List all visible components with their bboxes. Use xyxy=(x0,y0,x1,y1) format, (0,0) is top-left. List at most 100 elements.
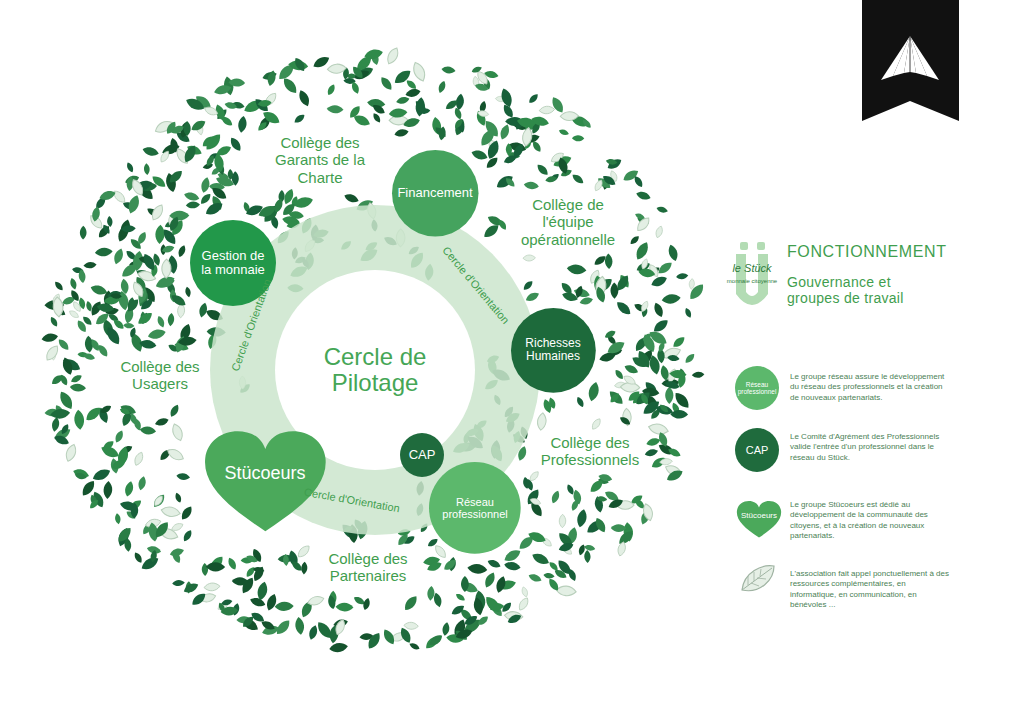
leaf xyxy=(535,162,550,177)
leaf xyxy=(670,410,688,419)
leaf xyxy=(607,388,626,406)
leaf xyxy=(169,211,189,221)
leaf xyxy=(572,135,584,141)
leaf xyxy=(527,530,548,545)
leaf xyxy=(130,178,146,197)
leaf xyxy=(244,203,264,218)
leaf xyxy=(307,624,319,641)
leaf xyxy=(522,279,535,291)
leaf xyxy=(583,544,595,552)
leaf xyxy=(611,524,627,532)
leaf xyxy=(115,525,133,544)
leaf xyxy=(437,80,447,94)
leaf xyxy=(506,613,522,626)
leaf xyxy=(579,296,594,306)
leaf xyxy=(654,225,664,238)
legend-circle: Réseau professionnel xyxy=(735,366,779,410)
leaf xyxy=(426,537,439,548)
leaf xyxy=(213,153,225,173)
leaf xyxy=(200,134,216,149)
leaf xyxy=(371,103,386,116)
leaf xyxy=(326,83,337,96)
leaf xyxy=(539,106,555,115)
leaf xyxy=(283,554,290,566)
leaf xyxy=(237,115,248,133)
leaf xyxy=(150,174,168,190)
leaf xyxy=(461,576,469,592)
leaf xyxy=(60,356,74,376)
leaf xyxy=(183,191,200,203)
leaf xyxy=(334,618,347,636)
leaf xyxy=(575,508,588,528)
leaf xyxy=(110,457,128,471)
leaf xyxy=(394,128,410,138)
leaf xyxy=(184,96,206,113)
leaf xyxy=(174,492,183,504)
leaf xyxy=(402,116,421,129)
leaf xyxy=(203,105,219,117)
leaf xyxy=(645,437,661,448)
group-circle: Richesses Humaines xyxy=(511,308,596,393)
leaf xyxy=(167,168,185,185)
leaf xyxy=(605,253,613,269)
leaf xyxy=(251,565,266,583)
leaf xyxy=(402,594,420,613)
leaf xyxy=(170,522,184,533)
leaf xyxy=(95,247,113,257)
leaf xyxy=(41,332,59,343)
leaf xyxy=(156,315,166,329)
leaf xyxy=(57,389,76,411)
leaf xyxy=(89,283,108,297)
node-label: Réseau professionnel xyxy=(436,496,514,520)
leaf xyxy=(166,447,186,463)
leaf xyxy=(213,83,232,96)
leaf xyxy=(162,259,171,278)
leaf xyxy=(119,261,139,280)
leaf xyxy=(575,396,585,409)
leaf xyxy=(550,489,561,504)
leaf xyxy=(560,111,578,120)
leaf xyxy=(257,99,272,108)
leaf xyxy=(78,297,87,310)
leaf xyxy=(632,175,644,189)
leaf xyxy=(245,554,259,564)
leaf xyxy=(531,140,543,154)
leaf xyxy=(641,332,658,354)
leaf xyxy=(74,472,87,481)
leaf xyxy=(112,247,125,265)
leaf xyxy=(133,418,143,432)
leaf xyxy=(149,549,157,562)
leaf xyxy=(161,227,179,247)
leaf xyxy=(471,65,483,74)
leaf xyxy=(476,614,490,627)
leaf xyxy=(610,283,618,299)
leaf xyxy=(184,286,191,297)
leaf xyxy=(530,115,550,128)
leaf xyxy=(641,331,653,342)
leaf xyxy=(125,297,141,314)
node-label: Richesses Humaines xyxy=(518,337,588,363)
leaf xyxy=(635,190,651,201)
leaf xyxy=(411,61,428,83)
leaf xyxy=(559,514,566,528)
leaf xyxy=(642,503,655,522)
node-label: Stücoeurs xyxy=(224,464,305,484)
leaf xyxy=(523,255,536,261)
leaf xyxy=(50,408,71,420)
leaf xyxy=(498,123,511,141)
leaf xyxy=(371,112,382,124)
leaf xyxy=(664,380,680,391)
leaf xyxy=(350,81,361,95)
leaf xyxy=(177,336,197,347)
leaf xyxy=(280,201,297,217)
leaf xyxy=(151,492,167,509)
leaf xyxy=(139,426,156,436)
leaf xyxy=(143,163,150,175)
leaf xyxy=(150,203,166,222)
college-label: Collège des Usagers xyxy=(113,358,208,393)
leaf xyxy=(622,374,637,387)
leaf xyxy=(517,596,530,612)
leaf xyxy=(182,143,199,164)
leaf xyxy=(179,504,194,521)
leaf xyxy=(405,78,418,91)
